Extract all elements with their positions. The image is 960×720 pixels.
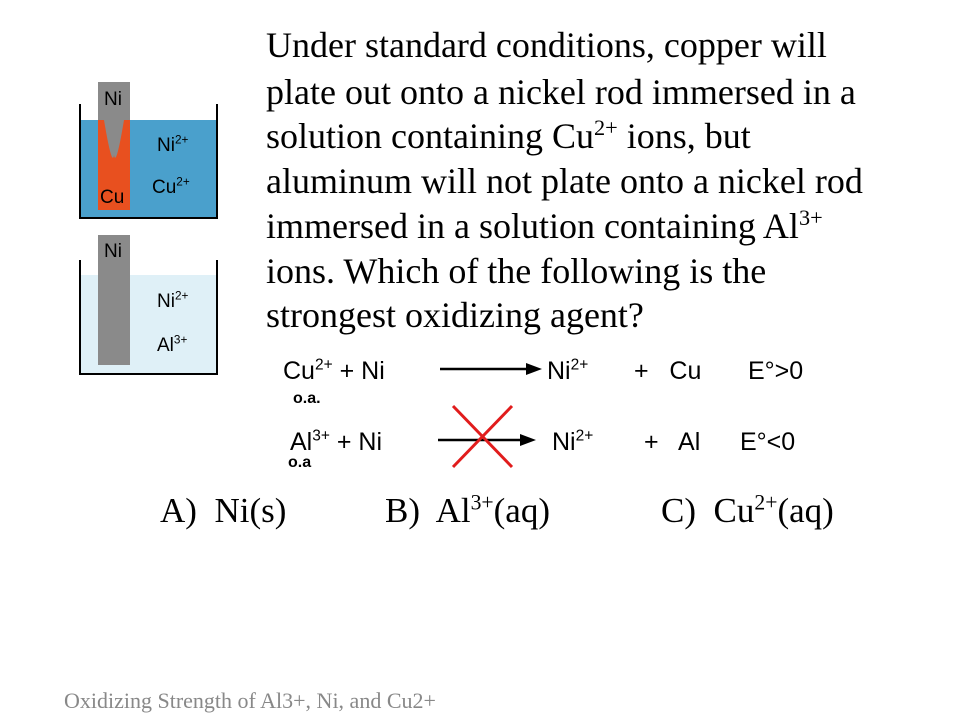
reaction-1-product-metal: + Cu <box>634 357 702 385</box>
question-line-4: aluminum will not plate onto a nickel ro… <box>266 161 863 201</box>
reaction-arrow-1-head <box>526 363 542 375</box>
ion-charge: 2+ <box>174 133 189 147</box>
question-line-7: strongest oxidizing agent? <box>266 295 644 335</box>
choice-text: Cu <box>713 491 755 530</box>
ion-label-ni-2: Ni2+ <box>157 289 189 312</box>
question-text: immersed in a solution containing Al <box>266 206 799 246</box>
cu-charge: 2+ <box>594 115 618 140</box>
plus-nickel: + Ni <box>329 428 383 456</box>
ion-charge: 2+ <box>176 175 190 189</box>
product-ion: Ni <box>547 357 571 385</box>
plus-nickel: + Ni <box>332 357 385 385</box>
question-line-5: immersed in a solution containing Al3+ <box>266 205 823 246</box>
choice-state: (aq) <box>777 491 834 530</box>
oxidizing-agent-label-2: o.a <box>288 454 312 471</box>
cross-out-line-2 <box>451 404 514 469</box>
question-line-6: ions. Which of the following is the <box>266 251 767 291</box>
footer-caption: Oxidizing Strength of Al3+, Ni, and Cu2+ <box>64 688 436 713</box>
choice-charge: 3+ <box>470 490 494 515</box>
choice-letter: C) <box>661 491 696 530</box>
al-charge: 3+ <box>798 205 823 230</box>
reactant-ion: Cu <box>283 357 315 385</box>
rod-label-ni-1: Ni <box>104 89 122 110</box>
reaction-2-product-ion: Ni2+ <box>552 427 594 456</box>
choice-b: B) Al3+(aq) <box>385 490 551 530</box>
ion-charge: 2+ <box>174 289 189 303</box>
reaction-1-potential: E°>0 <box>748 357 804 385</box>
ion-charge: 3+ <box>173 333 188 347</box>
ion-symbol: Ni <box>157 291 175 312</box>
reaction-1-product-ion: Ni2+ <box>547 356 589 385</box>
ion-label-ni: Ni2+ <box>157 133 189 156</box>
reaction-arrow-2-head <box>520 434 536 446</box>
deposit-label-cu: Cu <box>100 187 125 208</box>
choice-text: Ni(s) <box>214 491 287 530</box>
nickel-rod-2 <box>98 235 130 365</box>
question-text: solution containing Cu <box>266 116 594 156</box>
reaction-2-reactants: Al3+ + Ni <box>290 427 383 456</box>
choice-a: A) Ni(s) <box>160 493 286 528</box>
ion-symbol: Al <box>157 335 174 356</box>
question-text: ions, but <box>626 116 751 156</box>
ion-symbol: Cu <box>152 177 177 198</box>
choice-letter: B) <box>385 491 420 530</box>
reactant-ion: Al <box>290 428 313 456</box>
question-line-2: plate out onto a nickel rod immersed in … <box>266 72 856 112</box>
rod-label-ni-2: Ni <box>104 241 122 262</box>
beaker-2-outline <box>79 260 218 375</box>
choice-letter: A) <box>160 491 197 530</box>
ion-label-cu: Cu2+ <box>152 175 190 198</box>
choice-c: C) Cu2+(aq) <box>661 490 834 530</box>
question-line-1: Under standard conditions, copper will <box>266 25 827 65</box>
reactant-charge: 3+ <box>312 427 330 445</box>
reaction-2-product-metal: + Al <box>644 428 701 456</box>
reaction-1-reactants: Cu2+ + Ni <box>283 356 385 385</box>
choice-charge: 2+ <box>754 490 778 515</box>
reaction-2-potential: E°<0 <box>740 428 796 456</box>
choice-state: (aq) <box>493 491 551 530</box>
question-line-3: solution containing Cu2+ ions, but <box>266 115 751 156</box>
beaker-1-outline <box>79 104 218 219</box>
product-ion: Ni <box>552 428 576 456</box>
oxidizing-agent-label-1: o.a. <box>293 390 321 407</box>
copper-deposit <box>98 120 130 210</box>
choice-text: Al <box>435 491 471 530</box>
reactant-charge: 2+ <box>314 356 333 374</box>
ion-symbol: Ni <box>157 135 175 156</box>
product-charge: 2+ <box>570 356 589 374</box>
ion-label-al: Al3+ <box>157 333 188 356</box>
product-charge: 2+ <box>575 427 594 445</box>
